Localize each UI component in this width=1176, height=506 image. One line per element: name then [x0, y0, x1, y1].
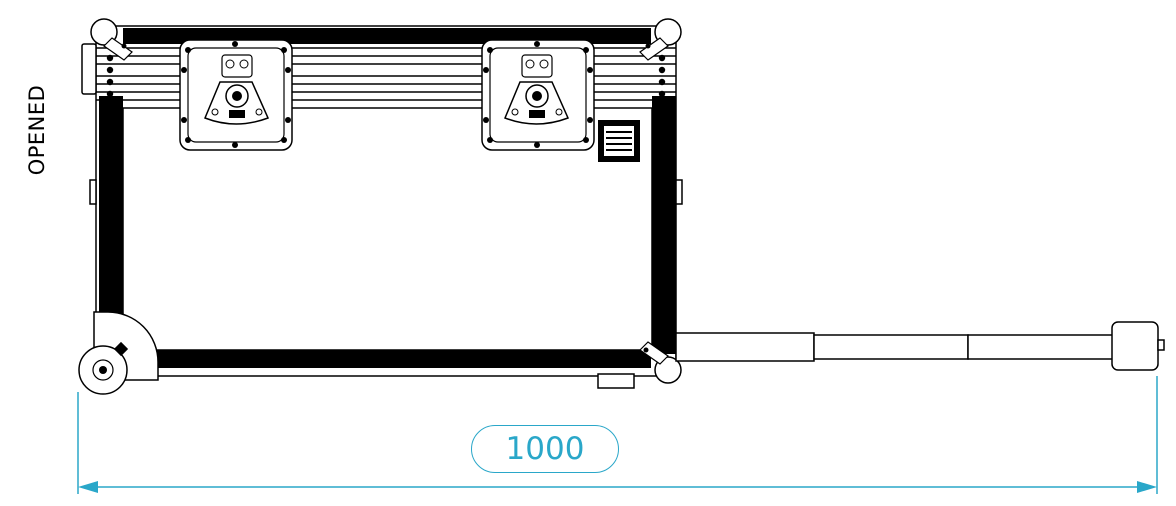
foot	[597, 373, 635, 389]
corner-ball-top-left	[90, 18, 133, 61]
label-holder	[598, 120, 640, 162]
width-dimension	[77, 376, 1158, 494]
latch-left	[179, 39, 293, 151]
telescopic-handle	[675, 321, 1165, 371]
corner-ball-top-right	[639, 18, 682, 61]
latch-right	[481, 39, 595, 151]
dimension-value: 1000	[471, 425, 619, 473]
corner-ball-bottom-right	[639, 341, 682, 384]
wheel-assembly	[78, 311, 159, 395]
